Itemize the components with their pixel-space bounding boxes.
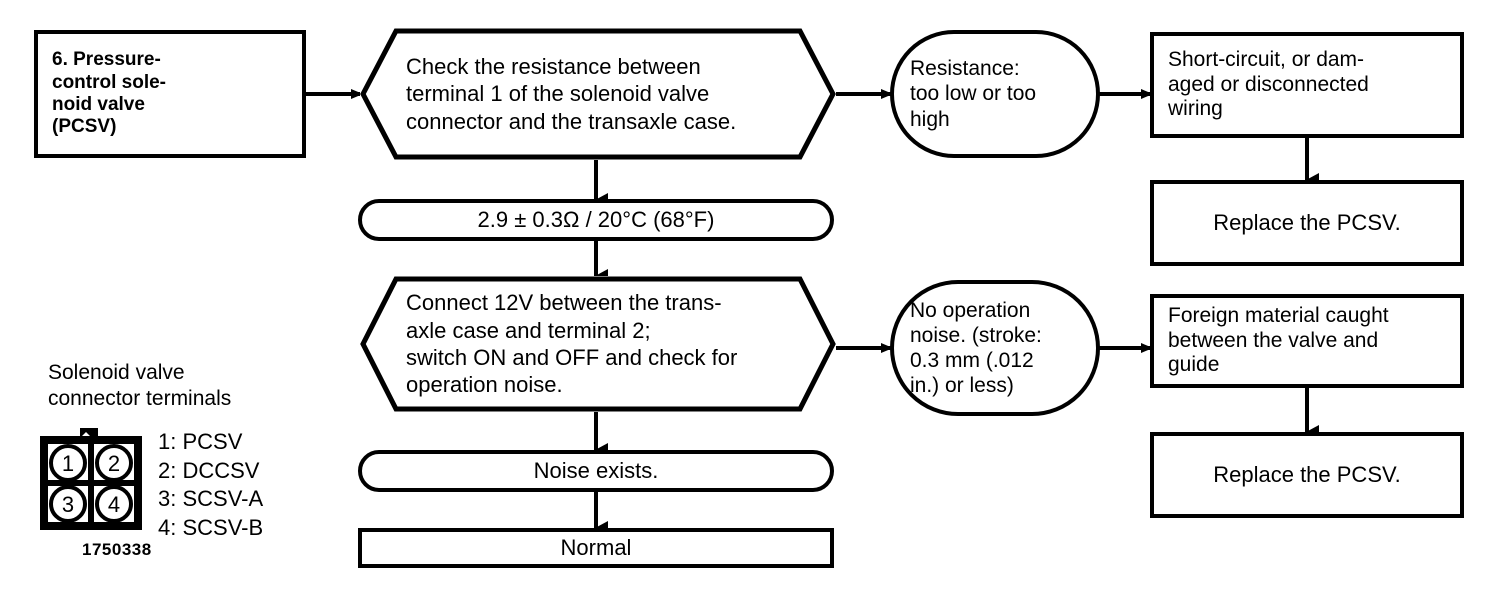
step-title-box: 6. Pressure- control sole- noid valve (P… [34,30,306,158]
branch-no-noise-remedy-label: Replace the PCSV. [1213,462,1401,488]
connector-pinout-icon: 1 2 3 4 [40,428,142,530]
figure-reference-number: 1750338 [82,540,152,559]
step-normal-label: Normal [560,535,632,561]
hexagon-outline [360,276,836,412]
connector-figure-caption: Solenoid valve connector terminals [48,361,232,411]
branch-no-noise-cause: Foreign material caught between the valv… [1150,294,1464,388]
svg-text:4: 4 [108,492,120,517]
hexagon-outline [360,28,836,160]
connector-terminal-figure: Solenoid valve connector terminals 1 2 3… [34,358,334,573]
step-connect-12v: Connect 12V between the trans- axle case… [360,276,836,412]
branch-resistance-remedy: Replace the PCSV. [1150,180,1464,266]
step-noise-exists-label: Noise exists. [533,457,659,483]
branch-no-noise-condition-label: No operation noise. (stroke: 0.3 mm (.01… [910,298,1042,398]
step-normal: Normal [358,528,834,568]
branch-resistance-cause: Short-circuit, or dam- aged or disconnec… [1150,32,1464,138]
svg-text:3: 3 [62,492,74,517]
branch-resistance-cause-label: Short-circuit, or dam- aged or disconnec… [1168,47,1369,121]
step-resistance-spec-label: 2.9 ± 0.3Ω / 20°C (68°F) [477,206,715,232]
branch-resistance-remedy-label: Replace the PCSV. [1213,210,1401,236]
svg-text:2: 2 [108,451,120,476]
svg-text:1: 1 [62,451,74,476]
branch-no-noise-remedy: Replace the PCSV. [1150,432,1464,518]
step-connect-12v-label: Connect 12V between the trans- axle case… [406,290,738,398]
step-noise-exists: Noise exists. [358,450,834,492]
branch-no-noise-condition: No operation noise. (stroke: 0.3 mm (.01… [890,280,1100,416]
step-check-resistance: Check the resistance between terminal 1 … [360,28,836,160]
branch-resistance-condition-label: Resistance: too low or too high [910,57,1037,131]
connector-terminal-legend: 1: PCSV 2: DCCSV 3: SCSV-A 4: SCSV-B [158,429,264,540]
branch-no-noise-cause-label: Foreign material caught between the valv… [1168,303,1389,377]
branch-resistance-condition: Resistance: too low or too high [890,30,1100,158]
step-resistance-spec: 2.9 ± 0.3Ω / 20°C (68°F) [358,199,834,241]
step-title-label: 6. Pressure- control sole- noid valve (P… [52,49,167,138]
step-check-resistance-label: Check the resistance between terminal 1 … [406,54,737,134]
